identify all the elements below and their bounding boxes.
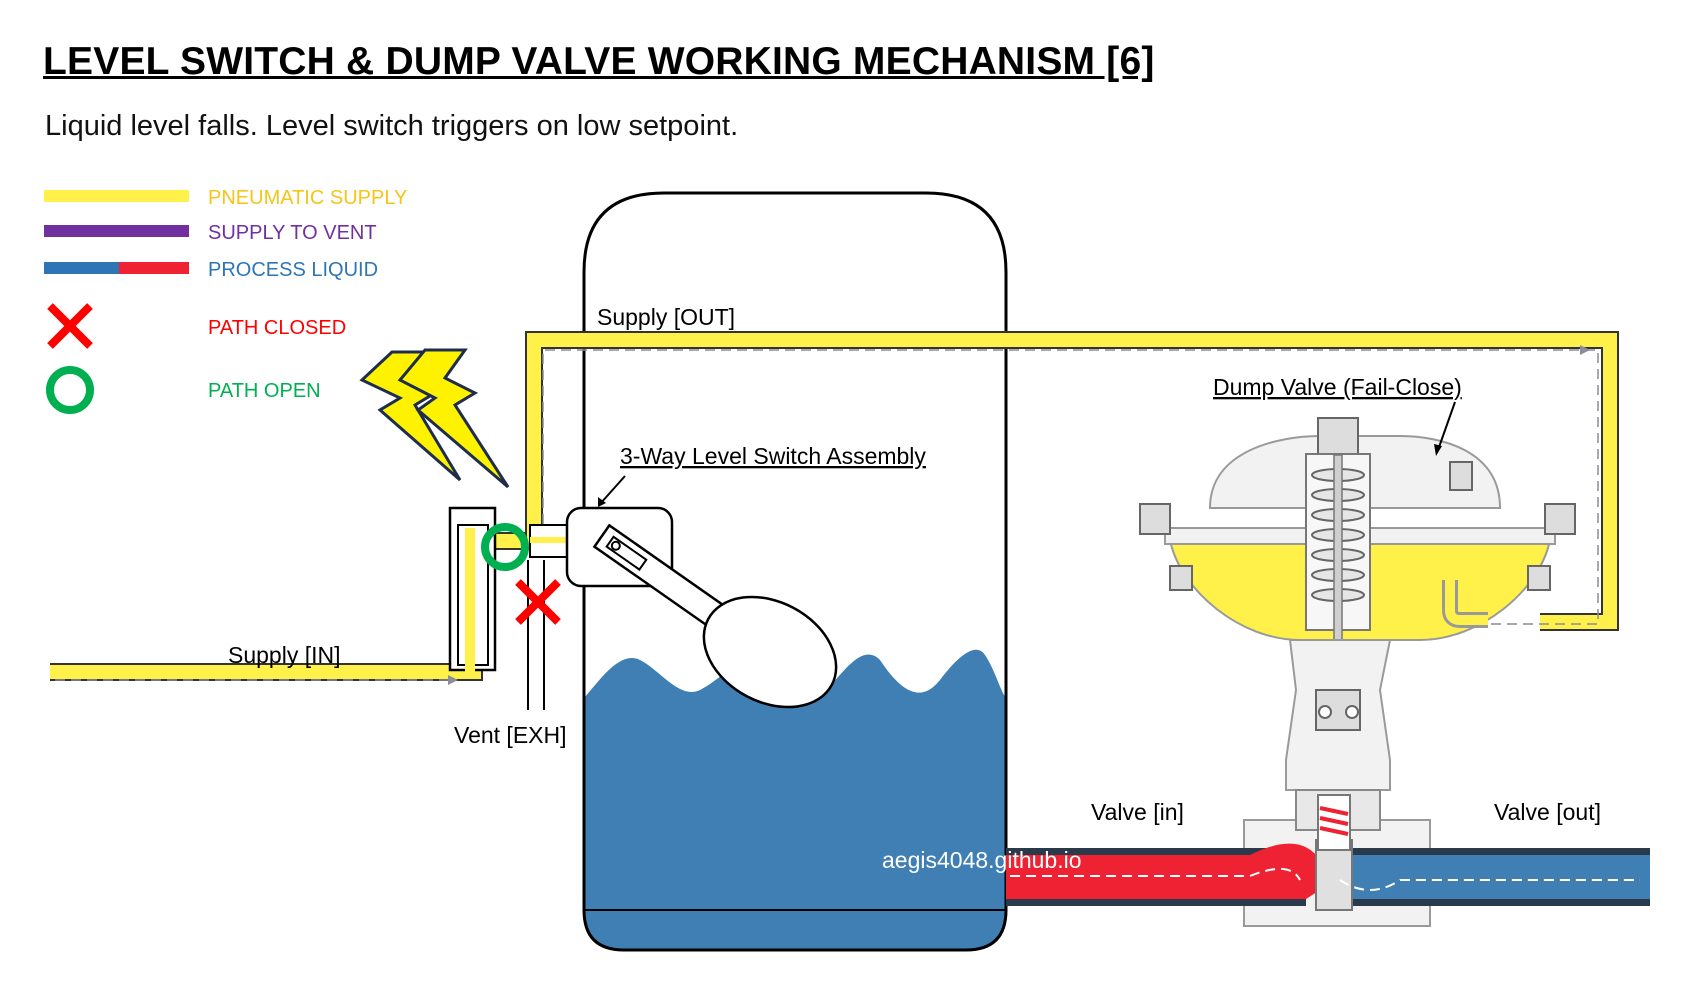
- legend-label-open: PATH OPEN: [208, 380, 321, 402]
- level-switch-float: [565, 506, 838, 709]
- page-title: LEVEL SWITCH & DUMP VALVE WORKING MECHAN…: [43, 40, 1155, 83]
- lightning-icon: [359, 348, 510, 489]
- vessel-liquid: [584, 649, 1006, 950]
- legend-label-closed: PATH CLOSED: [208, 317, 346, 339]
- legend-swatch-liquid-red: [119, 262, 189, 274]
- legend-swatch-pneumatic: [44, 190, 189, 202]
- path-open-icon: [481, 523, 529, 571]
- path-closed-icon: [515, 579, 561, 625]
- label-dump-valve: Dump Valve (Fail-Close): [1213, 374, 1462, 400]
- switch-assembly-arrowhead: [598, 497, 606, 507]
- dump-valve-pointer: [1437, 401, 1456, 451]
- label-supply-out: Supply [OUT]: [597, 304, 735, 330]
- label-valve-out: Valve [out]: [1494, 799, 1601, 825]
- label-vent: Vent [EXH]: [454, 722, 567, 748]
- legend-open-icon: [46, 366, 94, 414]
- legend-label-liquid: PROCESS LIQUID: [208, 259, 378, 281]
- legend-closed-icon: [47, 303, 93, 349]
- legend-label-pneumatic: PNEUMATIC SUPPLY: [208, 187, 407, 209]
- label-supply-in: Supply [IN]: [228, 642, 341, 668]
- legend: PNEUMATIC SUPPLY SUPPLY TO VENT PROCESS …: [44, 187, 407, 414]
- level-switch-body: [448, 506, 571, 710]
- legend-swatch-vent: [44, 225, 189, 237]
- switch-assembly-pointer: [599, 475, 626, 505]
- vessel: [582, 191, 1008, 952]
- legend-label-vent: SUPPLY TO VENT: [208, 222, 377, 244]
- label-valve-in: Valve [in]: [1091, 799, 1184, 825]
- label-switch-assembly: 3-Way Level Switch Assembly: [620, 443, 926, 469]
- process-pipe: [1006, 794, 1650, 911]
- legend-swatch-liquid-blue: [44, 262, 119, 274]
- watermark: aegis4048.github.io: [882, 847, 1082, 873]
- page-subtitle: Liquid level falls. Level switch trigger…: [45, 110, 739, 142]
- dump-valve-arrowhead: [1434, 444, 1442, 456]
